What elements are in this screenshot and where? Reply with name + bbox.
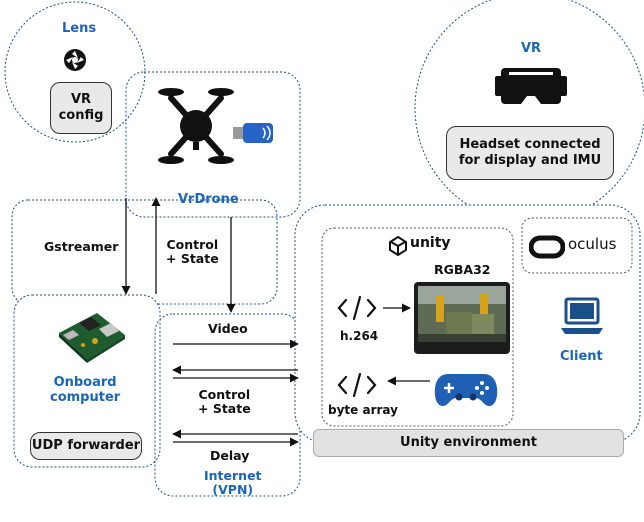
laptop-icon (561, 297, 603, 334)
unity-logo-text: unity (410, 235, 451, 251)
vr-region (414, 0, 644, 224)
control-state-label-mid: Control + State (198, 387, 251, 417)
vr-config-box: VR config (50, 82, 112, 134)
internet-label: Internet (VPN) (204, 468, 262, 498)
lens-title: Lens (62, 21, 97, 36)
video-label: Video (208, 321, 248, 336)
headset-box: Headset connected for display and IMU (446, 126, 614, 180)
delay-label: Delay (210, 448, 250, 463)
gstreamer-label: Gstreamer (44, 239, 119, 254)
unity-environment-box: Unity environment (313, 429, 624, 457)
drone-region (125, 71, 301, 218)
oculus-region (521, 217, 633, 274)
unity-region (321, 227, 514, 427)
rgba-label: RGBA32 (434, 262, 491, 277)
client-label: Client (560, 349, 603, 364)
aperture-icon (64, 49, 86, 71)
usb-dongle-icon (233, 123, 273, 143)
oculus-logo-icon (529, 235, 565, 259)
game-screenshot-icon (414, 282, 510, 354)
onboard-title: Onboard computer (50, 375, 121, 405)
udp-forwarder-box: UDP forwarder (30, 432, 142, 460)
gstreamer-region (11, 199, 278, 305)
code-icon-2 (337, 372, 377, 398)
gamepad-icon (434, 374, 498, 406)
vr-headset-icon (495, 68, 567, 104)
board-computer-icon (59, 313, 125, 363)
oculus-text: oculus (568, 235, 617, 253)
internet-region (154, 313, 301, 497)
vr-title: VR (521, 41, 542, 56)
quadcopter-icon (158, 88, 234, 164)
drone-title: VrDrone (178, 192, 239, 207)
code-icon (337, 295, 377, 321)
byte-array-label: byte array (328, 403, 398, 417)
control-state-label-top: Control + State (166, 237, 219, 267)
unity-logo-icon (389, 236, 407, 256)
h264-label: h.264 (340, 329, 379, 343)
